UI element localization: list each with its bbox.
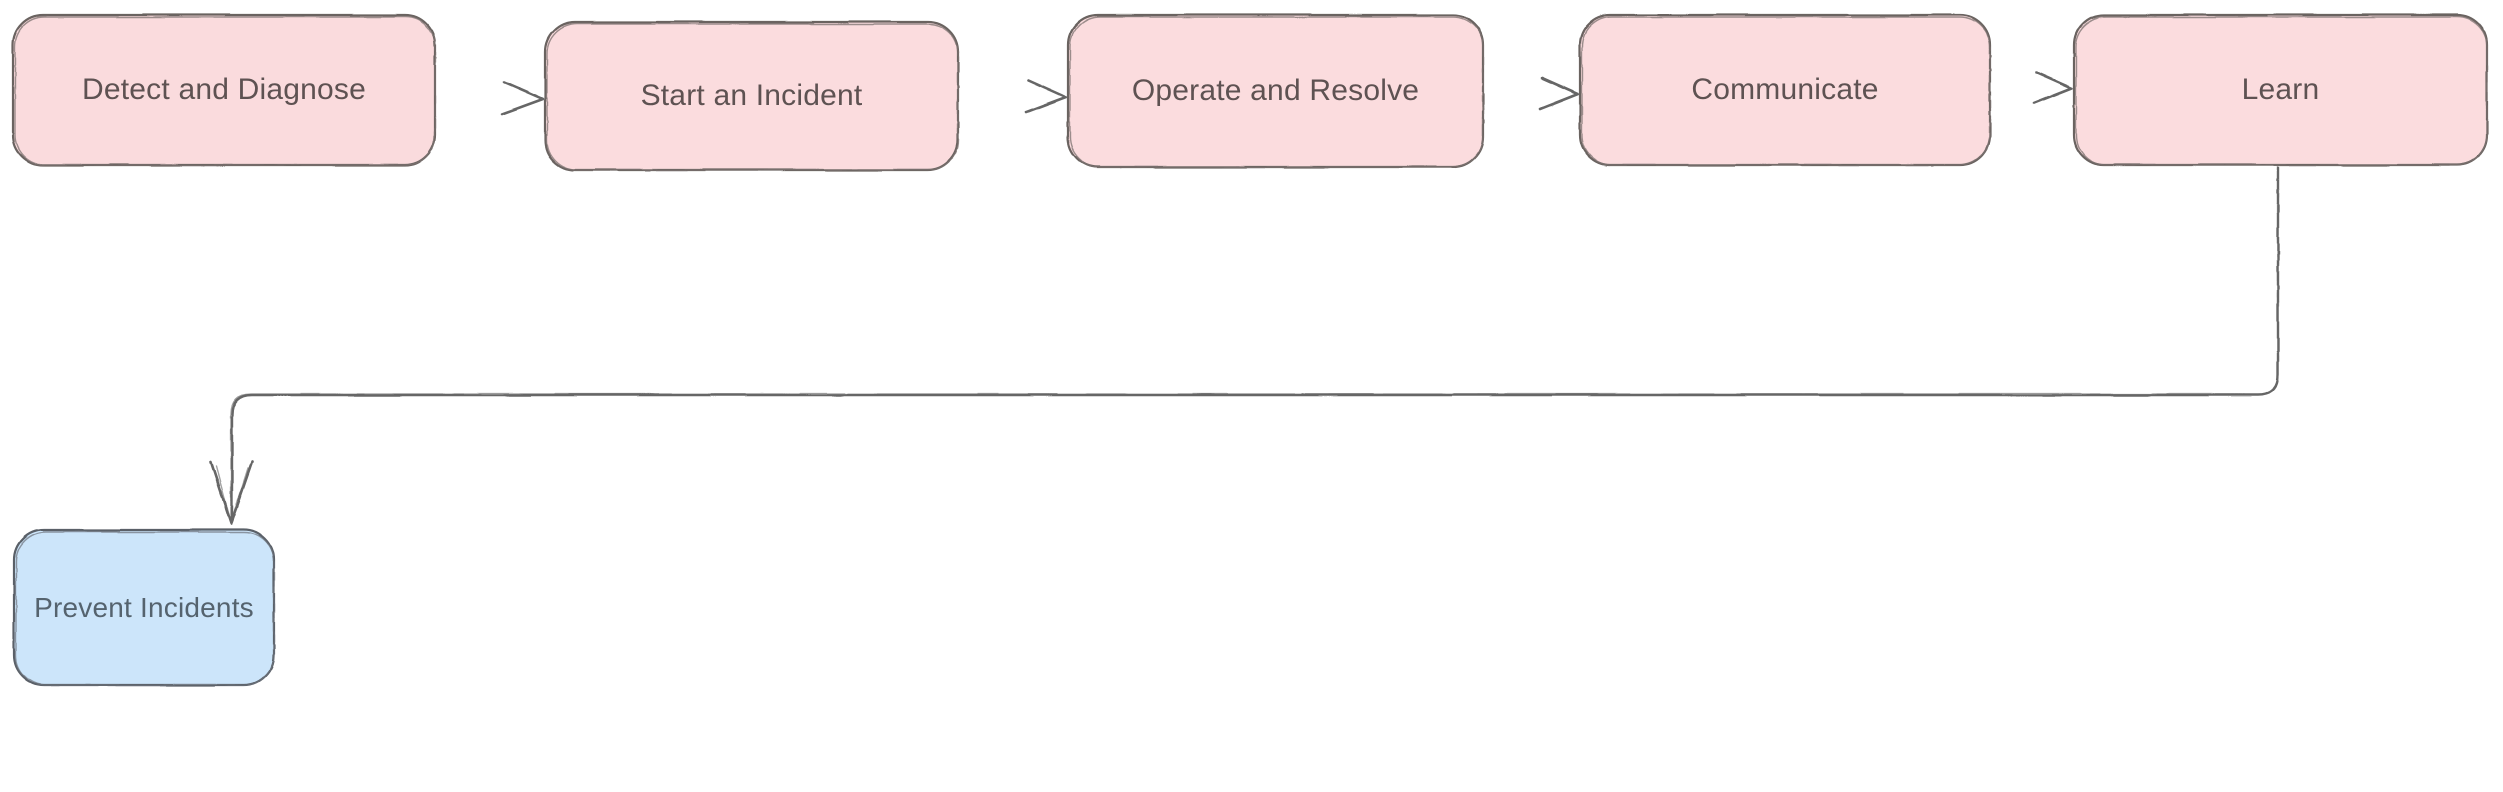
node-shape-operate[interactable] [1066, 13, 1485, 169]
node-label-communicate[interactable]: Communicate [1691, 73, 1879, 106]
node-shape-prevent[interactable] [12, 528, 276, 687]
node-label-learn[interactable]: Learn [2241, 73, 2320, 106]
edge-start-to-operate [960, 78, 1068, 114]
edge-arrowhead-5 [209, 460, 254, 525]
node-fill-operate [1068, 15, 1483, 167]
edge-line-5 [230, 166, 2280, 522]
node-fill-learn [2074, 15, 2487, 165]
edge-learn-to-prevent [209, 166, 2280, 525]
edge-arrowhead-1 [500, 80, 545, 116]
node-label-operate[interactable]: Operate and Resolve [1131, 74, 1420, 107]
edge-arrowhead-2 [1024, 78, 1068, 114]
edge-detect-to-start [436, 80, 545, 116]
edge-communicate-to-learn [1992, 70, 2074, 105]
node-outline-start-b [546, 23, 959, 171]
node-label-detect[interactable]: Detect and Diagnose [82, 73, 366, 106]
edge-arrowhead-5-sketch [215, 465, 249, 523]
node-shape-detect[interactable] [11, 13, 437, 167]
node-shape-start[interactable] [543, 20, 960, 172]
node-shape-learn[interactable] [2072, 13, 2489, 167]
node-label-prevent[interactable]: Prevent Incidents [34, 591, 254, 623]
edge-operate-to-communicate [1485, 76, 1580, 111]
node-fill-communicate [1580, 15, 1990, 165]
edge-arrowhead-3 [1538, 76, 1580, 111]
node-fill-detect [13, 15, 435, 165]
node-outline-operate-b [1069, 16, 1484, 168]
node-outline-prevent-b [15, 531, 275, 686]
node-fill-start [545, 22, 958, 170]
edge-line-5-sketch [230, 169, 2279, 520]
edge-arrowhead-4 [2032, 70, 2074, 105]
node-outline-detect-b [14, 16, 436, 166]
node-shape-communicate[interactable] [1578, 13, 1992, 167]
node-label-start[interactable]: Start an Incident [640, 79, 863, 112]
node-outline-learn-b [2075, 16, 2488, 166]
node-fill-prevent [14, 530, 274, 685]
node-outline-communicate-b [1581, 16, 1991, 166]
